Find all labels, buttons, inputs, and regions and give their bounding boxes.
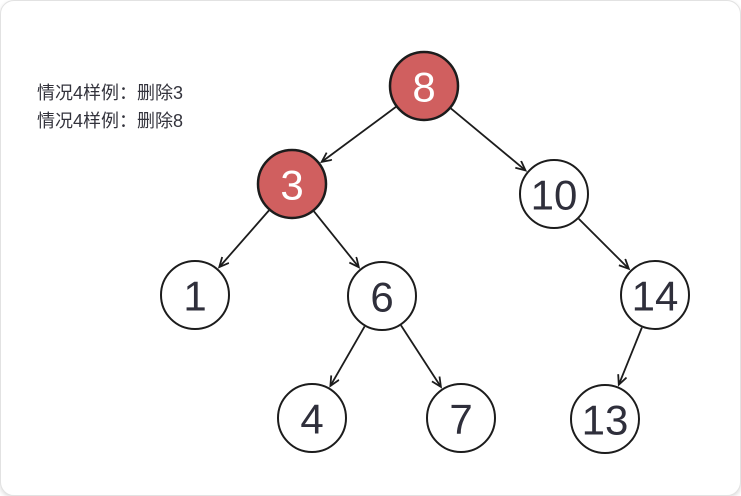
tree-node-circle-3	[256, 148, 328, 220]
tree-edge-6-7	[400, 324, 441, 387]
tree-node-label-14: 14	[632, 273, 679, 320]
tree-edge-3-6	[313, 210, 359, 267]
tree-edge-14-13	[619, 327, 643, 385]
tree-node-label-7: 7	[449, 396, 472, 443]
tree-node-13: 13	[570, 384, 640, 454]
tree-node-3: 3	[256, 148, 328, 220]
tree-node-circle-7	[426, 383, 496, 453]
tree-node-circle-1	[160, 260, 230, 330]
tree-node-label-10: 10	[531, 172, 578, 219]
annotation-line-2: 情况4样例：删除8	[37, 111, 184, 131]
tree-node-7: 7	[426, 383, 496, 453]
tree-node-8: 8	[388, 50, 460, 122]
tree-node-circle-4	[277, 383, 347, 453]
tree-node-circle-14	[620, 260, 690, 330]
tree-node-label-8: 8	[412, 64, 435, 111]
tree-edge-8-10	[450, 107, 526, 170]
tree-edge-3-1	[219, 209, 270, 267]
tree-node-label-1: 1	[183, 273, 206, 320]
edges-layer	[219, 106, 643, 387]
tree-node-10: 10	[519, 159, 589, 229]
tree-node-14: 14	[620, 260, 690, 330]
annotation-text: 情况4样例：删除3 情况4样例：删除8	[37, 79, 183, 135]
tree-node-label-6: 6	[370, 274, 393, 321]
tree-edge-6-4	[330, 325, 366, 386]
tree-node-label-4: 4	[300, 396, 323, 443]
tree-node-circle-8	[388, 50, 460, 122]
tree-node-1: 1	[160, 260, 230, 330]
tree-edge-10-14	[578, 218, 629, 269]
tree-edge-8-3	[322, 106, 397, 162]
tree-node-circle-10	[519, 159, 589, 229]
tree-node-circle-13	[570, 384, 640, 454]
tree-node-circle-6	[347, 261, 417, 331]
tree-node-6: 6	[347, 261, 417, 331]
annotation-line-1: 情况4样例：删除3	[37, 83, 184, 103]
tree-node-label-3: 3	[280, 162, 303, 209]
tree-node-4: 4	[277, 383, 347, 453]
tree-node-label-13: 13	[582, 397, 629, 444]
nodes-layer: 8 3 10 1 6 14 4 7 13	[160, 50, 690, 454]
